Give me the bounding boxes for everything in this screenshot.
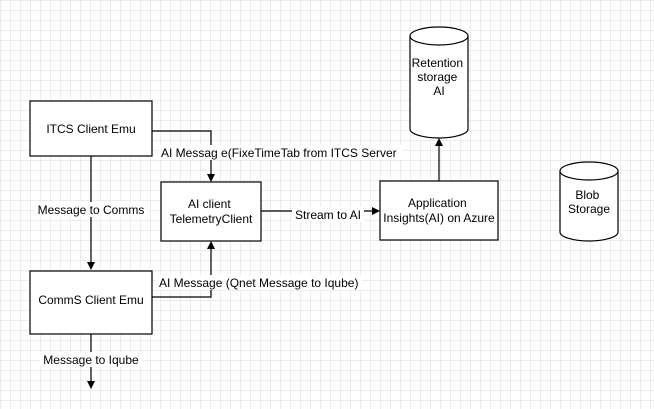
arrowhead-ai-client-bottom	[207, 241, 215, 249]
edge-label-bg-itcs-to-ai	[159, 145, 403, 160]
edge-label-itcs-to-comms: Message to Comms	[38, 203, 145, 217]
arrowhead-ai-client-top	[207, 174, 215, 182]
node-comms-client-emu[interactable]: CommS Client Emu	[29, 270, 153, 335]
edge-label-ai-to-insights: Stream to AI	[295, 208, 361, 222]
edge-label-bg-comms-to-ai	[156, 275, 362, 290]
arrowhead-out-bottom	[87, 381, 95, 389]
node-ai-client-label: AI client TelemetryClient	[170, 197, 253, 226]
edge-itcs-to-ai-client	[152, 130, 212, 176]
node-ai-client[interactable]: AI client TelemetryClient	[160, 181, 262, 242]
arrowhead-comms-top	[87, 262, 95, 270]
node-comms-client-emu-label: CommS Client Emu	[38, 293, 143, 307]
node-blob-storage[interactable]: Blob Storage	[559, 161, 619, 242]
edge-label-bg-comms-out	[40, 352, 142, 367]
node-application-insights[interactable]: Application Insights(AI) on Azure	[379, 180, 499, 241]
node-itcs-client-emu[interactable]: ITCS Client Emu	[29, 100, 153, 157]
node-retention-storage[interactable]: Retention storage AI	[409, 26, 469, 139]
node-blob-storage-label: Blob Storage	[568, 188, 610, 216]
edge-label-comms-out: Message to Iqube	[43, 353, 139, 367]
node-itcs-client-emu-label: ITCS Client Emu	[46, 122, 135, 136]
node-retention-storage-label: Retention storage AI	[412, 56, 467, 98]
edge-comms-to-ai-client	[152, 247, 212, 298]
edge-label-itcs-to-ai: AI Messag e(FixeTimeTab from ITCS Server	[161, 146, 397, 160]
edge-label-bg-ai-to-insights	[292, 207, 364, 222]
edge-label-bg-itcs-to-comms	[34, 202, 148, 217]
edge-label-comms-to-ai: AI Message (Qnet Message to Iqube)	[159, 276, 358, 290]
node-application-insights-label: Application Insights(AI) on Azure	[383, 196, 495, 225]
arrowhead-retention-bottom	[435, 138, 443, 146]
arrowhead-insights-left	[372, 207, 380, 215]
